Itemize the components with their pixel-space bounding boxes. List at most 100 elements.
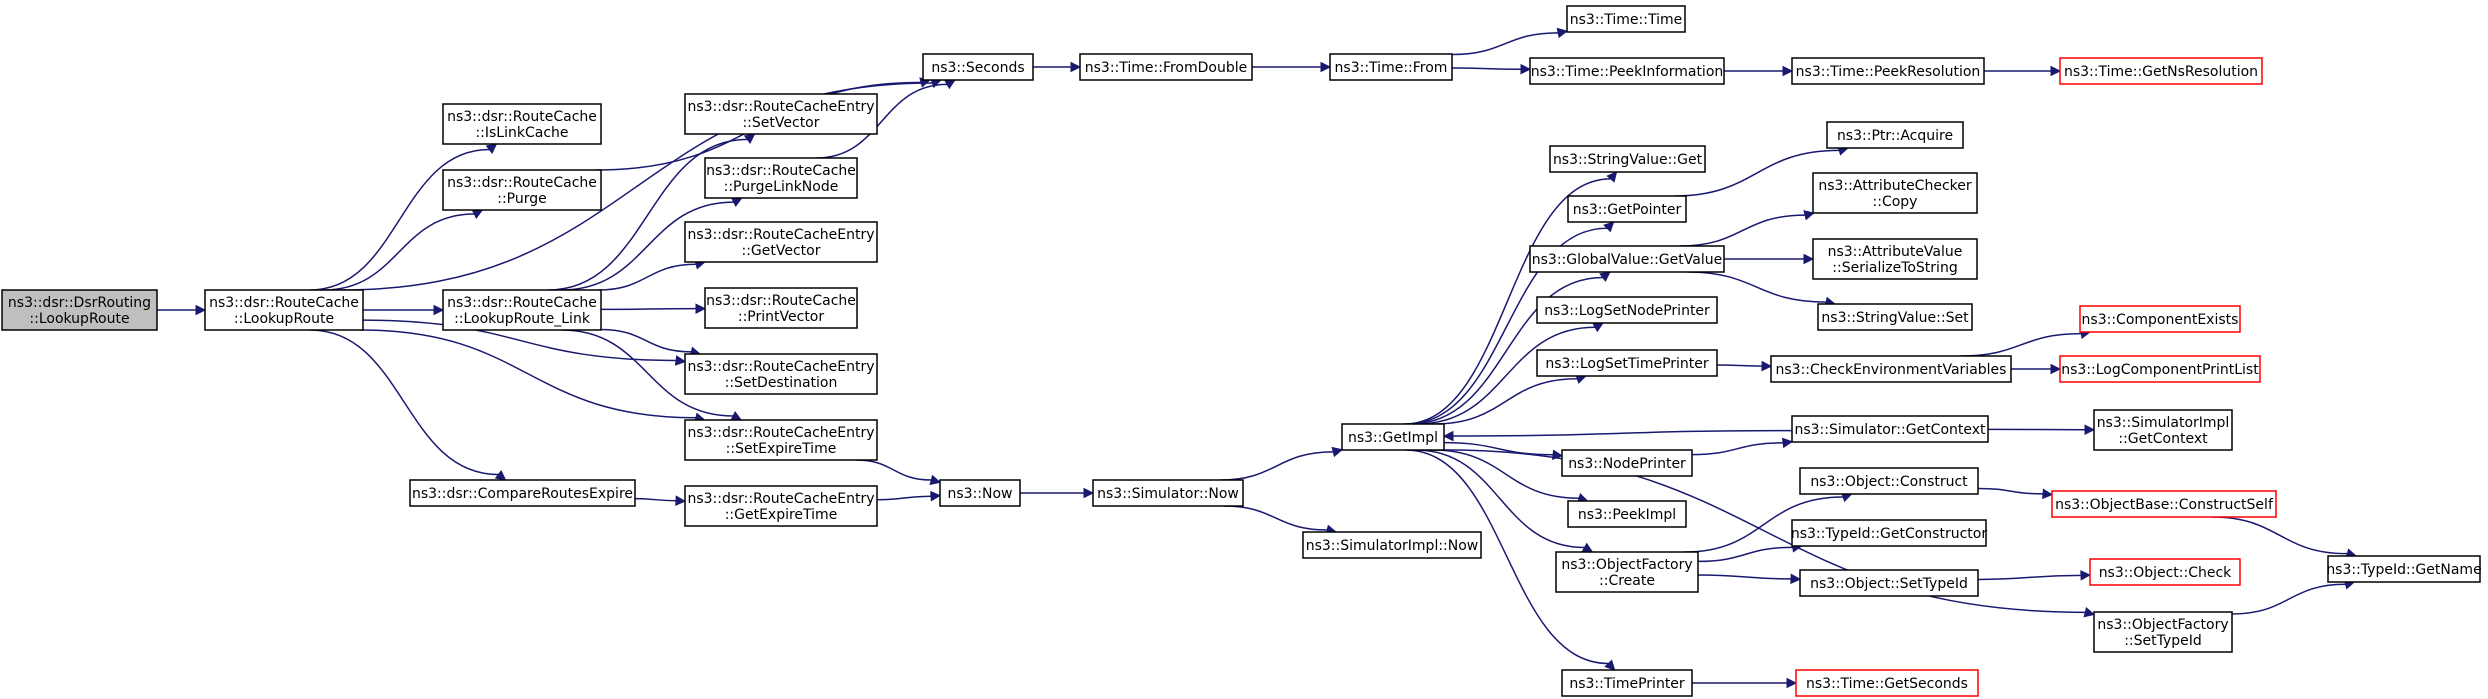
node-box <box>1770 355 2012 383</box>
node-n25[interactable]: ns3::LogSetNodePrinter <box>1536 296 1718 324</box>
node-box <box>684 353 878 395</box>
node-label: ns3::Ptr::Acquire <box>1837 128 1953 144</box>
edge-line <box>1410 276 1603 425</box>
node-label: ns3::Object::SetTypeId <box>1810 576 1968 592</box>
node-n46[interactable]: ns3::SimulatorImpl::GetContext <box>2093 409 2233 451</box>
node-box <box>1567 195 1687 223</box>
edge-line <box>1406 227 1608 425</box>
edge-n24-n34 <box>1724 253 1815 265</box>
node-n6[interactable]: ns3::Seconds <box>922 53 1034 81</box>
node-n37[interactable]: ns3::Simulator::GetContext <box>1791 415 1989 443</box>
node-n8[interactable]: ns3::dsr::RouteCache::PurgeLinkNode <box>704 157 858 199</box>
node-n34[interactable]: ns3::AttributeValue::SerializeToString <box>1812 238 1978 280</box>
edge-line <box>2211 516 2348 555</box>
node-n29[interactable]: ns3::ObjectFactory::Create <box>1555 551 1699 593</box>
node-label: ns3::TypeId::GetName <box>2326 562 2481 578</box>
node-n12[interactable]: ns3::dsr::RouteCacheEntry::SetExpireTime <box>684 419 878 461</box>
node-n17[interactable]: ns3::Simulator::Now <box>1092 479 1244 507</box>
node-n0[interactable]: ns3::dsr::DsrRouting::LookupRoute <box>1 289 158 331</box>
edge-n1-n11 <box>362 319 687 366</box>
node-n41[interactable]: ns3::ObjectFactory::SetTypeId <box>2093 611 2233 653</box>
node-n13[interactable]: ns3::dsr::RouteCacheEntry::GetExpireTime <box>684 485 878 527</box>
node-n47[interactable]: ns3::ObjectBase::ConstructSelf <box>2051 490 2277 518</box>
node-n7[interactable]: ns3::dsr::RouteCacheEntry::SetVector <box>684 93 878 135</box>
arrowhead <box>1803 253 1815 265</box>
edge-n27-n37 <box>1691 437 1794 456</box>
node-n36[interactable]: ns3::CheckEnvironmentVariables <box>1770 355 2012 383</box>
node-n2[interactable]: ns3::dsr::RouteCache::IsLinkCache <box>442 103 602 145</box>
edge-n40-n48 <box>1977 570 2092 581</box>
node-box <box>2051 490 2277 518</box>
node-n9[interactable]: ns3::dsr::RouteCacheEntry::GetVector <box>684 221 878 263</box>
node-n38[interactable]: ns3::Object::Construct <box>1799 467 1979 495</box>
arrowhead <box>1320 61 1332 73</box>
node-n5[interactable]: ns3::dsr::CompareRoutesExpire <box>409 479 636 507</box>
node-label: ns3::LogComponentPrintList <box>2061 362 2259 378</box>
node-n49[interactable]: ns3::TypeId::GetName <box>2326 555 2482 583</box>
node-n30[interactable]: ns3::TimePrinter <box>1561 669 1693 697</box>
node-label: ::Purge <box>497 191 547 207</box>
edge-line <box>1443 449 2086 614</box>
node-n33[interactable]: ns3::AttributeChecker::Copy <box>1812 172 1978 214</box>
edge-line <box>1434 377 1578 425</box>
edge-line <box>1674 149 1840 197</box>
node-n27[interactable]: ns3::NodePrinter <box>1561 449 1693 477</box>
node-box <box>204 289 364 331</box>
node-n14[interactable]: ns3::Time::FromDouble <box>1079 53 1253 81</box>
arrowhead <box>1070 61 1082 73</box>
node-n1[interactable]: ns3::dsr::RouteCache::LookupRoute <box>204 289 364 331</box>
node-n19[interactable]: ns3::SimulatorImpl::Now <box>1302 531 1482 559</box>
node-n15[interactable]: ns3::Now <box>939 479 1021 507</box>
edge-line <box>598 263 697 291</box>
arrowhead <box>930 490 942 502</box>
node-n35[interactable]: ns3::StringValue::Set <box>1817 303 1973 331</box>
node-label: ::SetExpireTime <box>726 441 837 457</box>
node-n32[interactable]: ns3::Ptr::Acquire <box>1826 121 1964 149</box>
node-n45[interactable]: ns3::LogComponentPrintList <box>2059 355 2261 383</box>
node-label: ::SerializeToString <box>1832 260 1957 276</box>
node-n11[interactable]: ns3::dsr::RouteCacheEntry::SetDestinatio… <box>684 353 878 395</box>
node-n22[interactable]: ns3::StringValue::Get <box>1549 145 1706 173</box>
edge-line <box>310 329 499 476</box>
node-n26[interactable]: ns3::LogSetTimePrinter <box>1536 349 1718 377</box>
node-n44[interactable]: ns3::ComponentExists <box>2079 305 2241 333</box>
node-n48[interactable]: ns3::Object::Check <box>2089 558 2241 586</box>
edge-n1-n5 <box>310 329 507 481</box>
node-label: ns3::Time::PeekResolution <box>1796 64 1981 80</box>
node-n28[interactable]: ns3::PeekImpl <box>1567 500 1687 528</box>
node-label: ::Copy <box>1873 194 1918 210</box>
node-n10[interactable]: ns3::dsr::RouteCache::PrintVector <box>704 287 858 329</box>
edge-n5-n13 <box>634 495 687 506</box>
node-n18[interactable]: ns3::GetImpl <box>1341 423 1445 451</box>
edge-n37-n18 <box>1442 429 1793 442</box>
node-label: ns3::GetPointer <box>1573 202 1682 218</box>
node-n43[interactable]: ns3::Time::GetNsResolution <box>2059 57 2263 85</box>
arrowhead <box>494 470 507 481</box>
edge-n6-n14 <box>1033 61 1082 73</box>
node-label: ns3::GetImpl <box>1348 430 1438 446</box>
node-n31[interactable]: ns3::Time::PeekResolution <box>1791 57 1985 85</box>
node-label: ns3::StringValue::Set <box>1821 310 1969 326</box>
node-n24[interactable]: ns3::GlobalValue::GetValue <box>1529 245 1725 273</box>
node-n21[interactable]: ns3::Time::PeekInformation <box>1529 57 1725 85</box>
node-n39[interactable]: ns3::TypeId::GetConstructor <box>1791 519 1987 547</box>
node-label: ns3::SimulatorImpl <box>2097 415 2230 431</box>
edge-n30-n42 <box>1691 677 1798 689</box>
edge-line <box>1960 332 2082 357</box>
arrowhead <box>743 133 756 144</box>
node-n16[interactable]: ns3::Time::From <box>1329 53 1453 81</box>
node-n23[interactable]: ns3::GetPointer <box>1567 195 1687 223</box>
node-label: ns3::Now <box>948 486 1013 502</box>
node-label: ns3::TypeId::GetConstructor <box>1791 526 1987 542</box>
edge-line <box>1405 449 1609 665</box>
node-n3[interactable]: ns3::dsr::RouteCache::Purge <box>442 169 602 211</box>
arrowhead <box>1606 171 1618 183</box>
node-n40[interactable]: ns3::Object::SetTypeId <box>1799 569 1979 597</box>
node-n4[interactable]: ns3::dsr::RouteCache::LookupRoute_Link <box>442 289 602 331</box>
arrowhead <box>1603 221 1615 233</box>
node-n42[interactable]: ns3::Time::GetSeconds <box>1795 669 1979 697</box>
node-label: ::GetExpireTime <box>725 507 838 523</box>
node-n20[interactable]: ns3::Time::Time <box>1566 5 1686 33</box>
arrowhead <box>1442 430 1454 442</box>
arrowhead <box>674 355 687 366</box>
